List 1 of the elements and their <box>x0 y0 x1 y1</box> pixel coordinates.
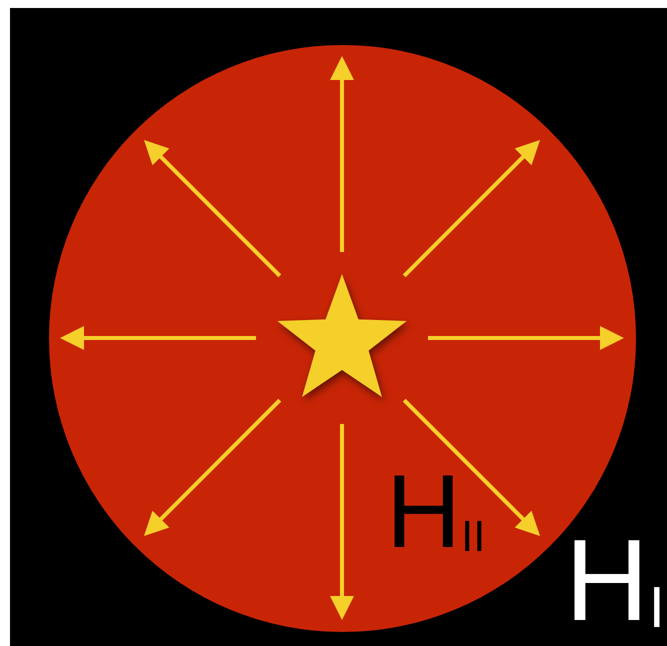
region-label: H$_{I}$ <box>565 522 665 638</box>
